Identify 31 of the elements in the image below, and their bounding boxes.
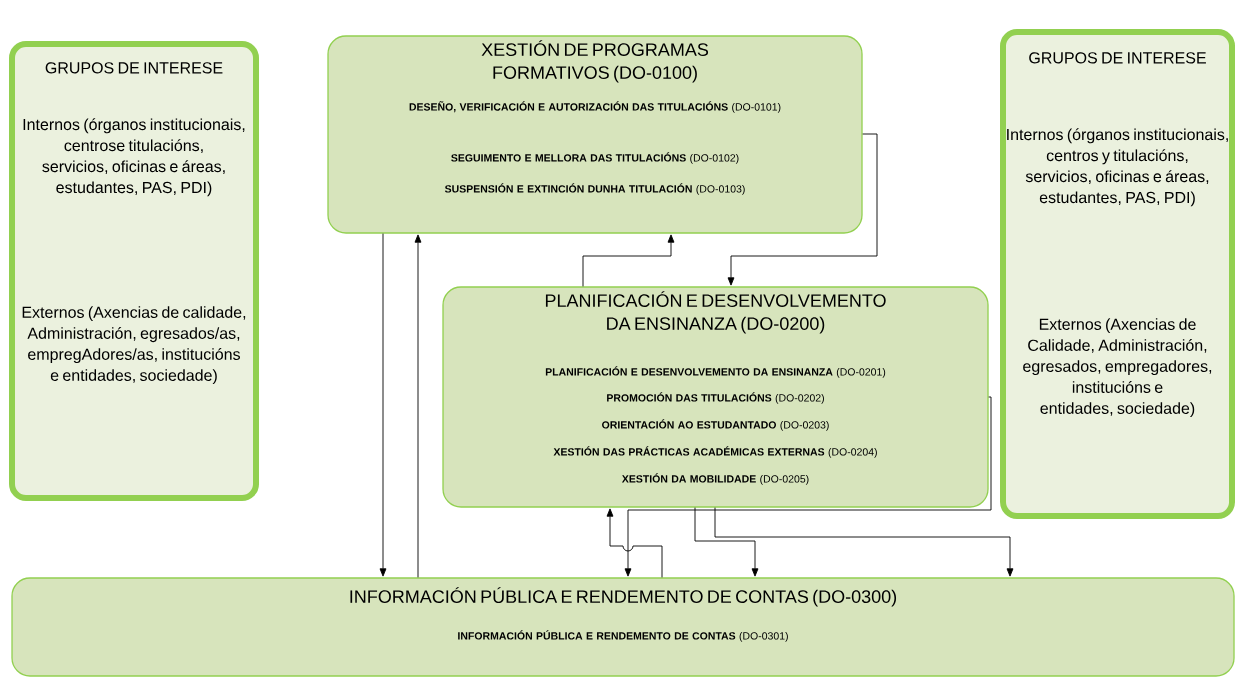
process-item: XESTIÓN DAS PRÁCTICAS ACADÉMICAS EXTERNAS (DO-0204) (553, 446, 877, 458)
process-item: ORIENTACIÓN AO ESTUDANTADO (DO-0203) (602, 419, 829, 431)
group-members-text: Externos (Axencias de Calidade, Administración, egresados, empregadores, institucións e entidades, sociedade) (1023, 318, 1212, 418)
process-item: INFORMACIÓN PÚBLICA E RENDEMENTO DE CONTAS (DO-0301) (458, 630, 788, 642)
process-box (327, 35, 863, 234)
box-title: XESTIÓN DE PROGRAMAS FORMATIVOS (DO-0100) (481, 40, 709, 83)
process-item: PROMOCIÓN DAS TITULACIÓNS (DO-0202) (607, 392, 824, 404)
arrow (606, 508, 663, 578)
arrow (727, 133, 878, 286)
arrow (414, 234, 422, 578)
group-heading: GRUPOS DE INTERESE (1029, 52, 1206, 64)
process-item: DESEÑO, VERIFICACIÓN E AUTORIZACIÓN DAS TITULACIÓNS (DO-0101) (409, 101, 781, 113)
group-members-text: Externos (Axencias de calidade, Administración, egresados/as, empregAdores/as, institucións e entidades, sociedade) (22, 306, 246, 385)
group-members-text: Internos (órganos institucionais, centros y titulacións, servicios, oficinas e áreas, estudantes, PAS, PDI) (1007, 128, 1228, 207)
process-box (442, 286, 989, 508)
arrow (624, 396, 992, 577)
group-heading: GRUPOS DE INTERESE (45, 62, 223, 74)
arrow (582, 234, 675, 287)
arrow (694, 507, 759, 577)
stakeholder-panel (9, 41, 259, 501)
process-item: SUSPENSIÓN E EXTINCIÓN DUNHA TITULACIÓN (DO-0103) (444, 183, 745, 195)
group-members-text: Internos (órganos institucionais, centrose titulacións, servicios, oficinas e áreas, estudantes, PAS, PDI) (23, 118, 245, 197)
process-box (11, 577, 1235, 677)
process-item: XESTIÓN DA MOBILIDADE (DO-0205) (621, 473, 809, 485)
stakeholder-panel (1000, 29, 1235, 519)
arrow (714, 507, 1014, 577)
process-item: SEGUIMENTO E MELLORA DAS TITULACIÓNS (DO-0102) (451, 152, 739, 164)
process-item: PLANIFICACIÓN E DESENVOLVEMENTO DA ENSINANZA (DO-0201) (545, 366, 886, 378)
box-title: PLANIFICACIÓN E DESENVOLVEMENTO DA ENSINANZA (DO-0200) (545, 291, 886, 334)
arrow (379, 233, 387, 577)
box-title: INFORMACIÓN PÚBLICA E RENDEMENTO DE CONTAS (DO-0300) (350, 587, 897, 607)
